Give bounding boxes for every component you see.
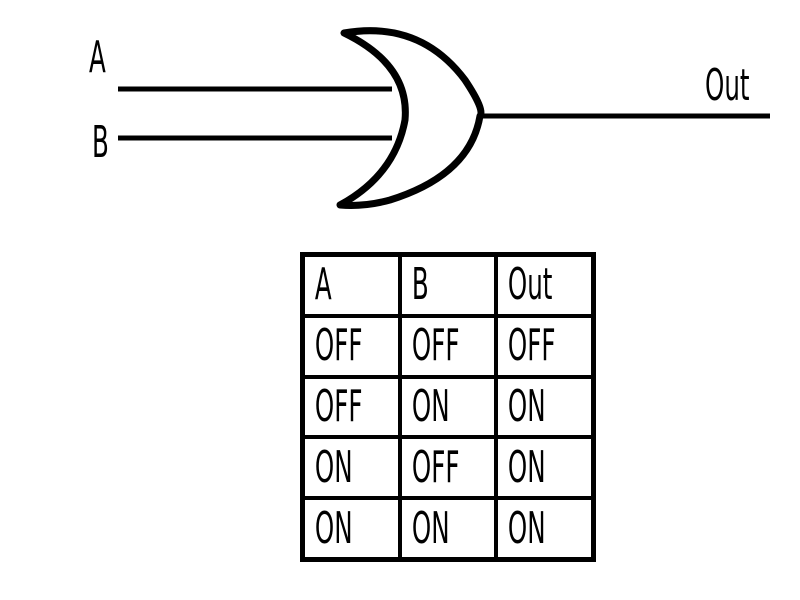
header-cell-a: A (300, 252, 402, 318)
or-gate-diagram: A B Out (0, 0, 800, 220)
truth-table-header-row: A B Out (300, 252, 596, 318)
truth-table-row: ON ON ON (300, 496, 596, 562)
truth-table-row: OFF ON ON (300, 374, 596, 440)
output-label: Out (705, 60, 750, 111)
input-b-label: B (92, 117, 109, 168)
input-a-label: A (89, 32, 106, 83)
table-cell: OFF (397, 435, 499, 501)
table-cell: ON (397, 374, 499, 440)
table-cell: ON (494, 374, 596, 440)
truth-table: A B Out OFF OFF OFF OFF ON ON ON OFF ON … (300, 252, 597, 562)
header-cell-out: Out (494, 252, 596, 318)
truth-table-row: ON OFF ON (300, 435, 596, 501)
header-cell-b: B (397, 252, 499, 318)
or-gate-svg (118, 27, 770, 209)
table-cell: ON (300, 496, 402, 562)
or-gate-shape (336, 27, 485, 209)
table-cell: ON (494, 496, 596, 562)
truth-table-row: OFF OFF OFF (300, 313, 596, 379)
table-cell: ON (300, 435, 402, 501)
table-cell: ON (397, 496, 499, 562)
table-cell: ON (494, 435, 596, 501)
table-cell: OFF (397, 313, 499, 379)
table-cell: OFF (494, 313, 596, 379)
table-cell: OFF (300, 313, 402, 379)
table-cell: OFF (300, 374, 402, 440)
